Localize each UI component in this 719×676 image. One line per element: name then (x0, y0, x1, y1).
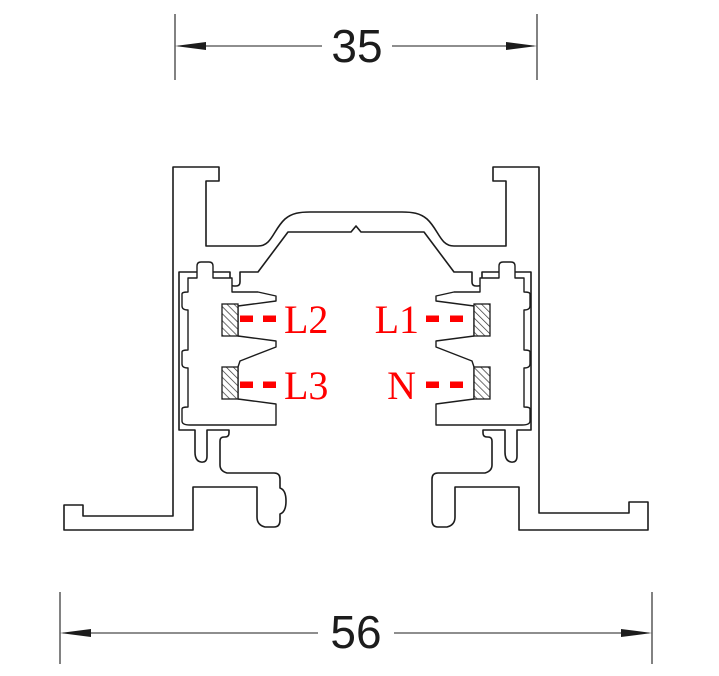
conductor-l3-bar (221, 366, 239, 400)
leader-dash (240, 315, 253, 322)
conductor-l1-bar (473, 303, 491, 337)
extrusion-outline-group (63, 166, 649, 531)
label-l2: L2 (284, 297, 328, 342)
conductor-n-bar (473, 366, 491, 400)
leader-dash (426, 381, 439, 388)
extrusion-outer-profile-path (63, 166, 649, 531)
arrowhead-left-icon (175, 42, 206, 50)
insulator-right-path (435, 261, 531, 426)
leader-dash (240, 381, 253, 388)
leader-dash (450, 381, 463, 388)
arrowhead-right-icon (621, 629, 652, 637)
leader-dash (263, 315, 276, 322)
dimension-top-group: 35 (174, 14, 538, 80)
conductor-labels-group: L2 L3 L1 N (284, 297, 419, 408)
dimension-bottom-group: 56 (59, 592, 653, 664)
label-n: N (387, 363, 416, 408)
insulator-left-path (181, 261, 277, 426)
arrowhead-left-icon (60, 629, 91, 637)
leader-dash-group (240, 315, 463, 388)
dimension-bottom-value: 56 (330, 606, 381, 658)
label-l1: L1 (375, 297, 419, 342)
dimension-top-value: 35 (331, 20, 382, 72)
conductor-l2-bar (221, 303, 239, 337)
leader-dash (263, 381, 276, 388)
label-l3: L3 (284, 363, 328, 408)
insulator-group (181, 261, 531, 426)
arrowhead-right-icon (506, 42, 537, 50)
leader-dash (450, 315, 463, 322)
leader-dash (426, 315, 439, 322)
conductor-group (221, 303, 491, 400)
